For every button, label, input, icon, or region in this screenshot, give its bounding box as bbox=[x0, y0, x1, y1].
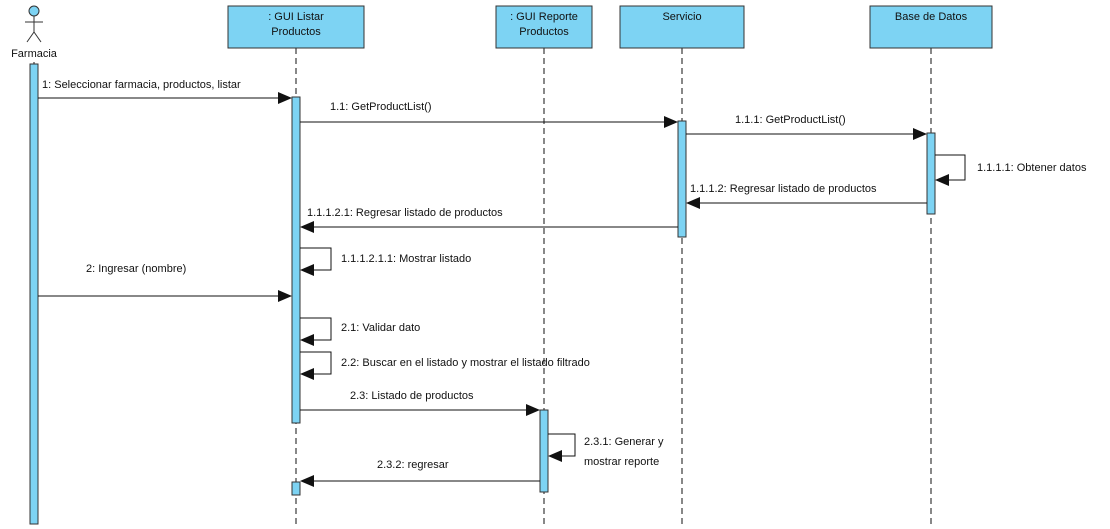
message-1-1-1-label: 1.1.1: GetProductList() bbox=[735, 114, 846, 126]
message-1-label: 1: Seleccionar farmacia, productos, list… bbox=[42, 79, 241, 91]
message-2-3-label: 2.3: Listado de productos bbox=[350, 390, 474, 402]
message-1-1-1-2-1-label: 1.1.1.2.1: Regresar listado de productos bbox=[307, 207, 503, 219]
message-1-1-1-2-1-1: 1.1.1.2.1.1: Mostrar listado bbox=[300, 247, 471, 276]
actor-head-icon bbox=[28, 5, 40, 17]
message-1-1-1-2-1-1-label: 1.1.1.2.1.1: Mostrar listado bbox=[341, 253, 471, 265]
message-1-1-1-2: 1.1.1.2: Regresar listado de productos bbox=[686, 183, 927, 209]
lifeline-gui-listar-title-1: : GUI Listar bbox=[268, 11, 324, 23]
message-1-1-label: 1.1: GetProductList() bbox=[330, 101, 432, 113]
actor-leg-left bbox=[26, 31, 35, 43]
activation-farmacia bbox=[29, 63, 39, 525]
message-2-3-1-label-1: 2.3.1: Generar y bbox=[584, 436, 664, 448]
lifeline-gui-reporte: : GUI Reporte Productos bbox=[495, 5, 593, 49]
message-2-3-2-label: 2.3.2: regresar bbox=[377, 459, 449, 471]
message-1-1: 1.1: GetProductList() bbox=[300, 101, 678, 128]
message-1: 1: Seleccionar farmacia, productos, list… bbox=[38, 79, 292, 104]
activation-servicio bbox=[677, 120, 687, 238]
message-2-3-2: 2.3.2: regresar bbox=[300, 459, 540, 487]
message-1-1-1-2-1: 1.1.1.2.1: Regresar listado de productos bbox=[300, 207, 678, 233]
message-2-2: 2.2: Buscar en el listado y mostrar el l… bbox=[300, 351, 590, 380]
lifeline-gui-listar-title-2: Productos bbox=[271, 26, 321, 38]
actor-name: Farmacia bbox=[11, 48, 58, 60]
message-1-1-1: 1.1.1: GetProductList() bbox=[686, 114, 927, 140]
lifeline-gui-listar: : GUI Listar Productos bbox=[227, 5, 365, 49]
actor-farmacia: Farmacia bbox=[11, 5, 58, 60]
message-2-3: 2.3: Listado de productos bbox=[300, 390, 540, 416]
message-2-1: 2.1: Validar dato bbox=[300, 317, 420, 346]
message-1-1-1-2-label: 1.1.1.2: Regresar listado de productos bbox=[690, 183, 877, 195]
activation-gui-reporte bbox=[539, 409, 549, 493]
message-1-1-1-1: 1.1.1.1: Obtener datos bbox=[935, 154, 1087, 186]
actor-leg-right bbox=[33, 31, 42, 43]
message-2: 2: Ingresar (nombre) bbox=[38, 263, 292, 302]
lifeline-servicio: Servicio bbox=[619, 5, 745, 49]
activation-base-datos bbox=[926, 132, 936, 215]
message-2-3-1: 2.3.1: Generar y mostrar reporte bbox=[548, 433, 664, 468]
lifeline-servicio-title: Servicio bbox=[662, 11, 701, 23]
lifeline-gui-reporte-title-2: Productos bbox=[519, 26, 569, 38]
activation-gui-listar-return bbox=[291, 481, 301, 496]
lifeline-base-datos-title: Base de Datos bbox=[895, 11, 968, 23]
lifeline-gui-reporte-title-1: : GUI Reporte bbox=[510, 11, 578, 23]
message-2-2-label: 2.2: Buscar en el listado y mostrar el l… bbox=[341, 357, 590, 369]
message-1-1-1-1-label: 1.1.1.1: Obtener datos bbox=[977, 162, 1087, 174]
lifeline-base-datos: Base de Datos bbox=[869, 5, 993, 49]
activation-gui-listar bbox=[291, 96, 301, 424]
message-2-3-1-label-2: mostrar reporte bbox=[584, 456, 659, 468]
message-2-label: 2: Ingresar (nombre) bbox=[86, 263, 186, 275]
message-2-1-label: 2.1: Validar dato bbox=[341, 322, 420, 334]
